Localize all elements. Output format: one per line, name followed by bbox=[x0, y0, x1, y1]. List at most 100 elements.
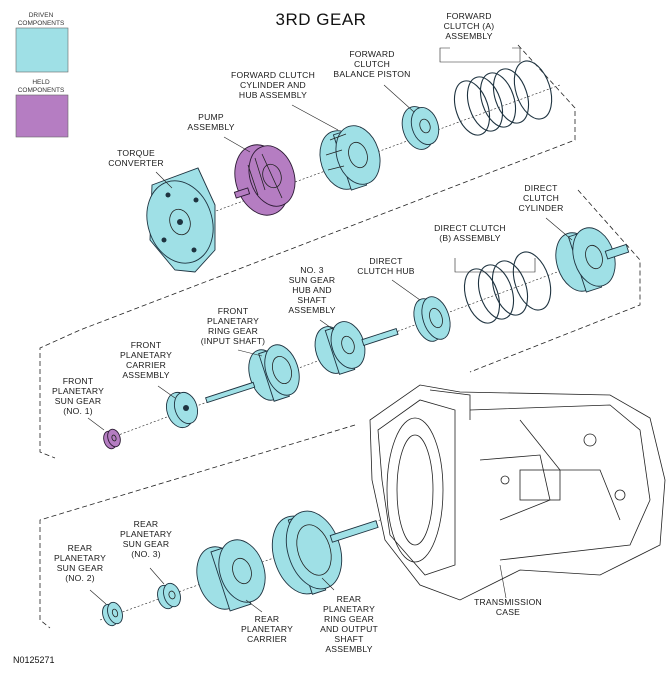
label-rrg-line3: RING GEAR bbox=[324, 614, 374, 624]
label-case-line1: TRANSMISSION bbox=[474, 597, 542, 607]
label-fwd-cyl-line2: CYLINDER AND bbox=[240, 80, 306, 90]
label-pump-line1: PUMP bbox=[198, 112, 224, 122]
rear-sun-gear-2-part bbox=[102, 601, 123, 627]
label-rsg3-line1: REAR bbox=[134, 519, 159, 529]
legend-held-line2: COMPONENTS bbox=[18, 87, 65, 94]
label-rsg2-line1: REAR bbox=[68, 543, 93, 553]
label-forward-clutch-balance: FORWARD CLUTCH BALANCE PISTON bbox=[333, 49, 410, 79]
front-carrier-part bbox=[165, 391, 199, 429]
label-frg-line1: FRONT bbox=[218, 306, 249, 316]
figure-code: N0125271 bbox=[13, 655, 55, 665]
label-transmission-case: TRANSMISSION CASE bbox=[474, 597, 542, 617]
label-torque-converter: TORQUE CONVERTER bbox=[108, 148, 164, 168]
legend-driven-line1: DRIVEN bbox=[29, 12, 54, 19]
label-tc-line1: TORQUE bbox=[117, 148, 155, 158]
transmission-case-part bbox=[369, 384, 666, 601]
label-frg-line4: (INPUT SHAFT) bbox=[201, 336, 266, 346]
legend-held-swatch bbox=[15, 94, 69, 138]
label-case-line2: CASE bbox=[496, 607, 520, 617]
label-balance-line1: FORWARD bbox=[349, 49, 394, 59]
legend-driven-swatch bbox=[15, 27, 69, 73]
label-sg3-line2: SUN GEAR bbox=[289, 275, 336, 285]
label-rrg-line2: PLANETARY bbox=[323, 604, 375, 614]
forward-clutch-a-plates bbox=[453, 60, 553, 136]
label-tc-line2: CONVERTER bbox=[108, 158, 164, 168]
legend-held-line1: HELD bbox=[32, 79, 50, 86]
label-dch-line2: CLUTCH HUB bbox=[357, 266, 414, 276]
label-fwd-cyl-line1: FORWARD CLUTCH bbox=[231, 70, 315, 80]
assembly-path-row2 bbox=[39, 189, 641, 629]
direct-clutch-cylinder-part bbox=[555, 227, 630, 293]
label-rc-line2: PLANETARY bbox=[241, 624, 293, 634]
label-fwd-cyl-line3: HUB ASSEMBLY bbox=[239, 90, 307, 100]
rear-sun-gear-3-part bbox=[157, 582, 181, 610]
label-fc-line3: CARRIER bbox=[126, 360, 166, 370]
label-rrg-line4: AND OUTPUT bbox=[320, 624, 378, 634]
label-sg3-line4: SHAFT bbox=[297, 295, 327, 305]
label-forward-clutch-a-line2: CLUTCH (A) bbox=[444, 21, 495, 31]
label-dcb-line2: (B) ASSEMBLY bbox=[439, 233, 501, 243]
label-rc-line1: REAR bbox=[255, 614, 280, 624]
label-sun-gear-3-hub: NO. 3 SUN GEAR HUB AND SHAFT ASSEMBLY bbox=[288, 265, 335, 315]
label-forward-clutch-a-line3: ASSEMBLY bbox=[445, 31, 492, 41]
torque-converter-part bbox=[146, 167, 216, 273]
label-rear-carrier: REAR PLANETARY CARRIER bbox=[241, 614, 293, 644]
label-pump: PUMP ASSEMBLY bbox=[187, 112, 234, 132]
label-rear-sun-gear-2: REAR PLANETARY SUN GEAR (NO. 2) bbox=[54, 543, 106, 583]
axis-line-1 bbox=[204, 84, 561, 216]
front-sun-gear-part bbox=[103, 428, 121, 450]
legend: DRIVEN COMPONENTS HELD COMPONENTS bbox=[15, 12, 69, 138]
legend-driven-line2: COMPONENTS bbox=[18, 20, 65, 27]
label-rsg3-line2: PLANETARY bbox=[120, 529, 172, 539]
label-fsg-line4: (NO. 1) bbox=[63, 406, 93, 416]
label-forward-clutch-a-line1: FORWARD bbox=[446, 11, 491, 21]
label-pump-line2: ASSEMBLY bbox=[187, 122, 234, 132]
label-rsg3-line3: SUN GEAR bbox=[123, 539, 170, 549]
label-dcb-line1: DIRECT CLUTCH bbox=[434, 223, 506, 233]
label-fc-line4: ASSEMBLY bbox=[122, 370, 169, 380]
label-dcc-line3: CYLINDER bbox=[518, 203, 563, 213]
label-sg3-line5: ASSEMBLY bbox=[288, 305, 335, 315]
label-rear-ring-gear: REAR PLANETARY RING GEAR AND OUTPUT SHAF… bbox=[320, 594, 378, 654]
label-front-ring-gear: FRONT PLANETARY RING GEAR (INPUT SHAFT) bbox=[201, 306, 266, 346]
label-fsg-line2: PLANETARY bbox=[52, 386, 104, 396]
label-direct-clutch-b: DIRECT CLUTCH (B) ASSEMBLY bbox=[434, 223, 506, 243]
rear-ring-gear-part bbox=[271, 510, 379, 595]
leader-lines bbox=[87, 47, 573, 613]
pump-assembly-part bbox=[233, 144, 296, 216]
rear-carrier-part bbox=[196, 539, 266, 612]
label-dch-line1: DIRECT bbox=[369, 256, 403, 266]
label-dcc-line1: DIRECT bbox=[524, 183, 558, 193]
label-forward-clutch-cylinder: FORWARD CLUTCH CYLINDER AND HUB ASSEMBLY bbox=[231, 70, 315, 100]
label-dcc-line2: CLUTCH bbox=[523, 193, 559, 203]
label-fsg-line3: SUN GEAR bbox=[55, 396, 102, 406]
label-rrg-line1: REAR bbox=[337, 594, 362, 604]
label-fc-line1: FRONT bbox=[131, 340, 162, 350]
forward-clutch-cylinder-part bbox=[319, 125, 381, 191]
direct-clutch-b-plates bbox=[463, 251, 552, 324]
label-rrg-line5: SHAFT bbox=[334, 634, 364, 644]
label-front-carrier: FRONT PLANETARY CARRIER ASSEMBLY bbox=[120, 340, 172, 380]
sun-gear-3-hub-part bbox=[314, 321, 399, 375]
label-rsg2-line4: (NO. 2) bbox=[65, 573, 95, 583]
assembly-path-row1 bbox=[39, 44, 576, 459]
diagram-title: 3RD GEAR bbox=[276, 10, 367, 29]
label-rrg-line6: ASSEMBLY bbox=[325, 644, 372, 654]
label-sg3-line3: HUB AND bbox=[292, 285, 332, 295]
label-direct-clutch-cylinder: DIRECT CLUTCH CYLINDER bbox=[518, 183, 563, 213]
label-fsg-line1: FRONT bbox=[63, 376, 94, 386]
front-ring-gear-part bbox=[205, 344, 300, 404]
label-rsg2-line3: SUN GEAR bbox=[57, 563, 104, 573]
label-direct-clutch-hub: DIRECT CLUTCH HUB bbox=[357, 256, 414, 276]
label-rear-sun-gear-3: REAR PLANETARY SUN GEAR (NO. 3) bbox=[120, 519, 172, 559]
label-rc-line3: CARRIER bbox=[247, 634, 287, 644]
label-front-sun-gear: FRONT PLANETARY SUN GEAR (NO. 1) bbox=[52, 376, 104, 416]
label-frg-line2: PLANETARY bbox=[207, 316, 259, 326]
label-frg-line3: RING GEAR bbox=[208, 326, 258, 336]
label-fc-line2: PLANETARY bbox=[120, 350, 172, 360]
label-rsg3-line4: (NO. 3) bbox=[131, 549, 161, 559]
label-rsg2-line2: PLANETARY bbox=[54, 553, 106, 563]
label-balance-line2: CLUTCH bbox=[354, 59, 390, 69]
direct-clutch-hub-part bbox=[413, 296, 451, 342]
